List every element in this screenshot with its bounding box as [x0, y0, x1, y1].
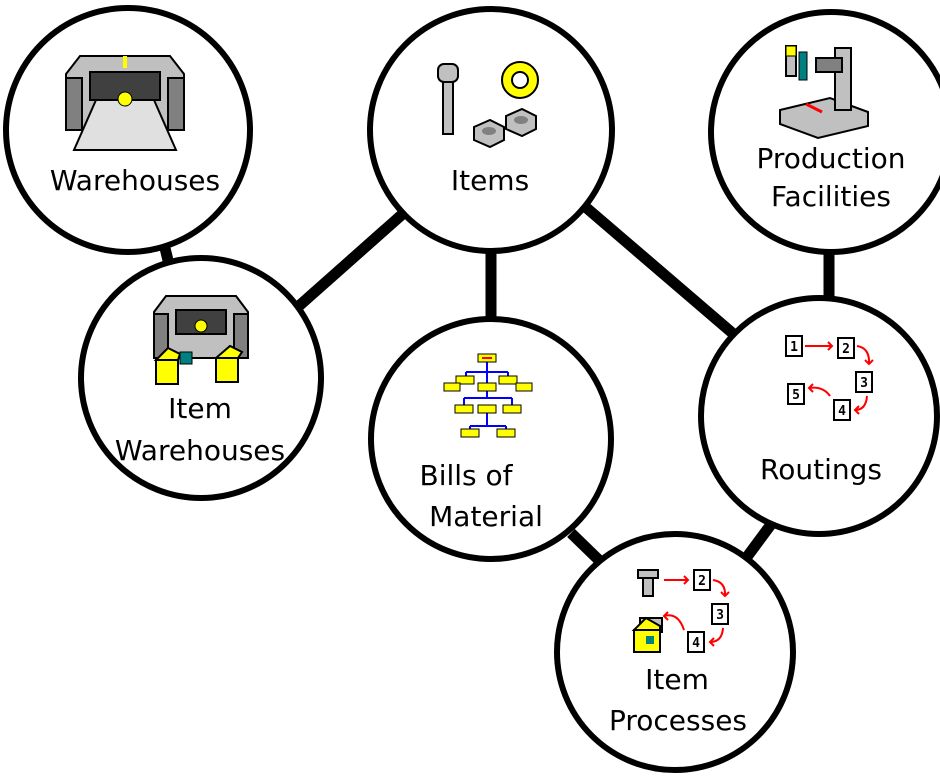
warehouse-icon	[65, 55, 185, 151]
step-number: 3	[716, 608, 724, 623]
step-number: 4	[692, 636, 700, 651]
bolt-nut-gear-icon	[437, 61, 539, 149]
node-label: Production	[757, 142, 906, 175]
step-number: 1	[790, 340, 798, 355]
edge-items-routings	[578, 199, 741, 342]
node-label: Bills of	[419, 459, 513, 492]
step-number: 3	[860, 376, 868, 391]
node-label: Warehouses	[50, 164, 220, 197]
node-label: Processes	[609, 704, 747, 737]
node-routings[interactable]: 1 2 3 4 5 Routings	[698, 295, 940, 537]
node-label: Items	[451, 164, 529, 197]
step-number: 5	[792, 388, 800, 403]
machine-tool-icon	[779, 45, 869, 140]
step-number: 2	[842, 342, 850, 357]
bolt-steps-icon: 2 3 4	[631, 569, 730, 653]
node-item-processes[interactable]: 2 3 4 Item Processes	[554, 531, 796, 773]
node-circle	[78, 255, 324, 501]
node-bills-of-material[interactable]: Bills of Material	[368, 316, 614, 562]
node-warehouses[interactable]: Warehouses	[3, 5, 253, 255]
numbered-steps-icon: 1 2 3 4 5	[785, 335, 874, 421]
node-label: Material	[429, 500, 543, 533]
edge-items-item-warehouses	[287, 206, 410, 318]
node-circle	[698, 295, 940, 537]
warehouse-boxes-icon	[153, 295, 249, 385]
node-items[interactable]: Items	[367, 6, 615, 254]
node-label: Facilities	[771, 180, 891, 213]
node-item-warehouses[interactable]: Item Warehouses	[78, 255, 324, 501]
node-label: Warehouses	[115, 434, 285, 467]
node-label: Item	[645, 663, 709, 696]
step-number: 4	[838, 404, 846, 419]
step-number: 2	[698, 574, 706, 589]
bom-tree-icon	[443, 353, 533, 438]
node-circle	[554, 531, 796, 773]
node-circle	[368, 316, 614, 562]
node-label: Item	[168, 392, 232, 425]
node-production-facilities[interactable]: Production Facilities	[708, 9, 940, 255]
node-label: Routings	[760, 453, 882, 486]
edges	[159, 199, 835, 570]
